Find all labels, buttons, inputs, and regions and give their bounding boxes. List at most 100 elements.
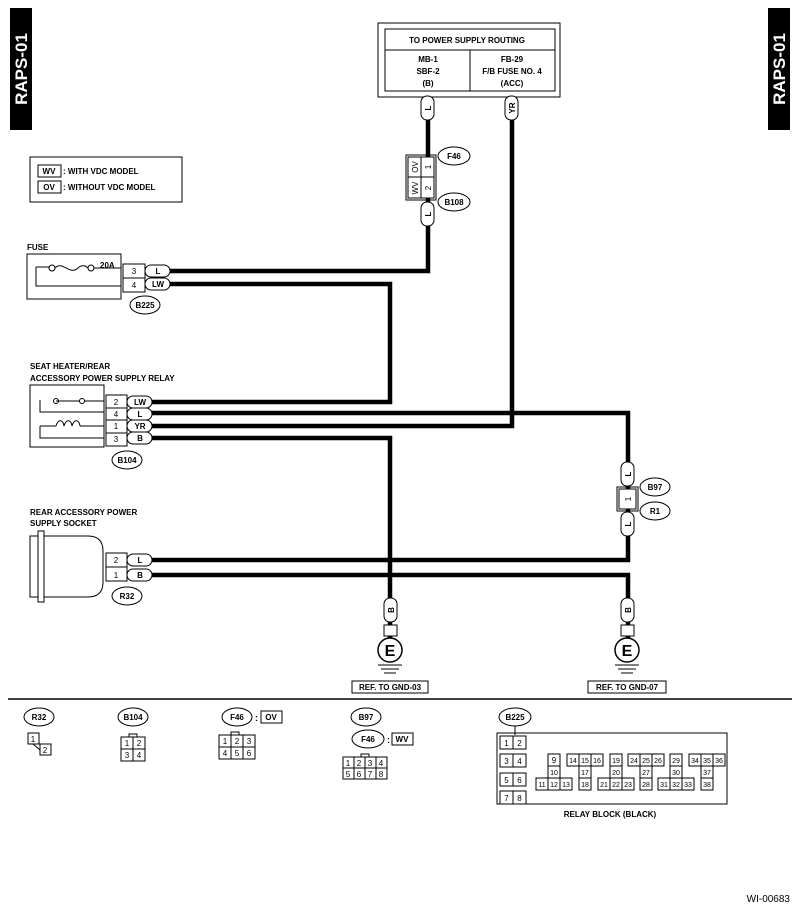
b225-pin-label: 9: [552, 756, 557, 765]
relay-pin: 4: [114, 410, 119, 419]
b225-pin-label: 31: [660, 782, 668, 789]
legend-ov-code: OV: [43, 183, 55, 192]
wire-label: YR: [508, 102, 517, 113]
gnd-03-ref[interactable]: REF. TO GND-03: [359, 683, 422, 692]
b225-pin-cell: [512, 735, 527, 750]
page-tab-left: RAPS-01: [10, 8, 32, 130]
b225-pin-label: 7: [504, 794, 509, 803]
power-supply-title: TO POWER SUPPLY ROUTING: [409, 36, 525, 45]
power-left-line: MB-1: [418, 55, 438, 64]
relay-label: ACCESSORY POWER SUPPLY RELAY: [30, 374, 175, 383]
b225-pin-cell: [621, 777, 635, 791]
b225-pin-label: 6: [517, 776, 522, 785]
power-left-line: (B): [422, 79, 433, 88]
face-pin: 3: [368, 759, 373, 768]
f46-ov-tag: OV: [411, 161, 420, 173]
power-supply-box: TO POWER SUPPLY ROUTING MB-1 SBF-2 (B) F…: [377, 22, 561, 98]
legend-box: WV : WITH VDC MODEL OV : WITHOUT VDC MOD…: [29, 156, 183, 203]
face-pin: 8: [379, 770, 384, 779]
b225-pin-label: 12: [550, 782, 558, 789]
face-pin: 2: [43, 746, 48, 755]
socket-label: SUPPLY SOCKET: [30, 519, 97, 528]
wire-label: L: [138, 556, 143, 565]
wire-label: YR: [134, 422, 145, 431]
fuse-rating: 20A: [100, 261, 115, 270]
face-b225-label: B225: [505, 713, 525, 722]
relay-block-caption: RELAY BLOCK (BLACK): [564, 810, 657, 819]
face-b97: B97 F46 : WV 1 2 3 4 5 6 7 8: [342, 707, 414, 780]
b225-pin-label: 26: [654, 758, 662, 765]
face-r32: R32 1 2: [23, 707, 55, 756]
face-pin: 1: [223, 737, 228, 746]
relay-pin: 3: [114, 435, 119, 444]
wire-l-fuse: [148, 97, 431, 274]
socket-label: REAR ACCESSORY POWER: [30, 508, 137, 517]
legend-wv-code: WV: [43, 167, 57, 176]
b225-pin-label: 36: [715, 758, 723, 765]
b108-label: B108: [444, 198, 464, 207]
relay-pin: 1: [114, 422, 119, 431]
b225-pin-cell: [681, 777, 695, 791]
f46-connector: OV WV 1 2 L F46 B108: [405, 146, 471, 227]
b225-pin-label: 25: [642, 758, 650, 765]
wire-label: LW: [152, 280, 164, 289]
wire-label: B: [387, 607, 396, 613]
wire-label: L: [424, 211, 433, 216]
page-id-left: RAPS-01: [12, 33, 31, 105]
b225-pin-label: 16: [593, 758, 601, 765]
gnd-07-ref[interactable]: REF. TO GND-07: [596, 683, 659, 692]
power-left-line: SBF-2: [416, 67, 440, 76]
b225-pin-cell: [578, 777, 592, 791]
socket-pin: 1: [114, 571, 119, 580]
wire-lw-relay: [148, 281, 393, 405]
b225-pin-label: 37: [703, 770, 711, 777]
face-pin: 7: [368, 770, 373, 779]
face-pin: 4: [379, 759, 384, 768]
b225-pin-label: 24: [630, 758, 638, 765]
b225-pin-label: 32: [672, 782, 680, 789]
face-b97-label: B97: [359, 713, 374, 722]
face-colon: :: [387, 735, 390, 745]
face-b104: B104 1 2 3 4: [117, 707, 149, 762]
face-pin: 1: [31, 735, 36, 744]
b225-pin-cell: [700, 777, 714, 791]
b225-pin-label: 38: [703, 782, 711, 789]
wire-label: B: [624, 607, 633, 613]
b225-pin-label: 8: [517, 794, 522, 803]
socket-pin: 2: [114, 556, 119, 565]
face-f46-ov: F46 : OV 1 2 3 4 5 6: [218, 707, 283, 760]
legend-wv-text: : WITH VDC MODEL: [63, 167, 139, 176]
wire-yr-relay: [148, 97, 515, 429]
b225-pin-label: 10: [550, 770, 558, 777]
b225-pin-label: 22: [612, 782, 620, 789]
r1-label: R1: [650, 507, 661, 516]
page-tab-right: RAPS-01: [768, 8, 790, 130]
b225-pin-cell: [559, 777, 573, 791]
fuse-component: FUSE 20A 3 4 L LW B225: [26, 243, 171, 315]
relay-label: SEAT HEATER/REAR: [30, 362, 110, 371]
b225-pin-cell: [512, 753, 527, 768]
b97-label: B97: [648, 483, 663, 492]
b225-pin-label: 17: [581, 770, 589, 777]
wire-label: L: [156, 267, 161, 276]
page-id-right: RAPS-01: [770, 33, 789, 105]
b225-pin-label: 14: [569, 758, 577, 765]
b225-pin-label: 30: [672, 770, 680, 777]
ground-1: B E REF. TO GND-03: [351, 597, 429, 694]
b225-pin-label: 5: [504, 776, 509, 785]
b225-pin-label: 27: [642, 770, 650, 777]
b225-pin-label: 21: [600, 782, 608, 789]
b225-pin-label: 23: [624, 782, 632, 789]
b225-pin-cell: [651, 753, 665, 767]
power-right-line: (ACC): [501, 79, 524, 88]
face-pin: 1: [346, 759, 351, 768]
wires: [148, 97, 631, 640]
f46-pin: 2: [424, 185, 433, 190]
b225-pin-cell: [712, 753, 726, 767]
b225-label: B225: [135, 301, 155, 310]
face-b104-label: B104: [123, 713, 143, 722]
face-colon: :: [255, 713, 258, 723]
ground-2: B E REF. TO GND-07: [587, 597, 667, 694]
b225-pin-label: 28: [642, 782, 650, 789]
